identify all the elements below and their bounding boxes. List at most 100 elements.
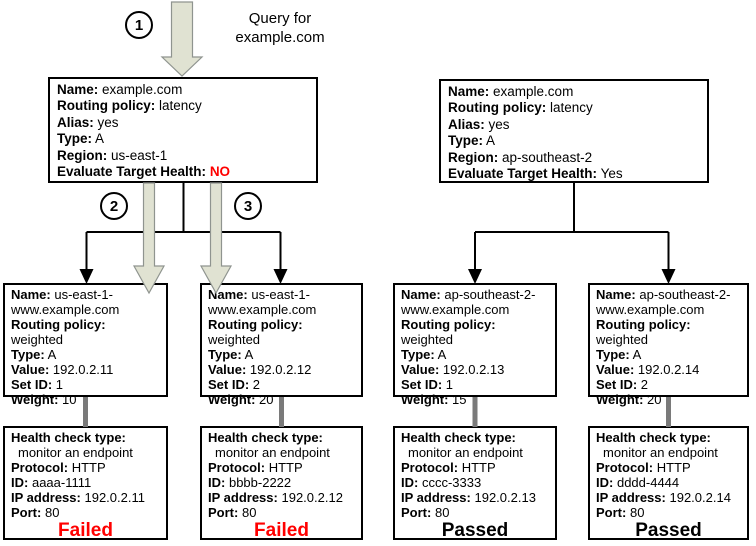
field-value: example.com [102, 82, 183, 97]
record-type: Type: A [57, 131, 309, 147]
latency-record-us-east-1: Name: example.com Routing policy: latenc… [48, 77, 318, 183]
health-check-protocol: Protocol: HTTP [596, 460, 741, 475]
field-label: Value: [208, 362, 247, 377]
field-label: Evaluate Target Health: [448, 166, 598, 182]
field-label: Health check type: [401, 430, 516, 445]
record-evaluate-target-health: Evaluate Target Health: Yes [448, 166, 700, 182]
field-value: bbbb-2222 [228, 475, 292, 490]
field-value: 15 [452, 392, 467, 407]
record-name: Name: us-east-1-www.example.com [11, 287, 160, 317]
field-value: HTTP [656, 460, 691, 475]
record-alias: Alias: yes [448, 117, 700, 133]
field-label: Protocol: [401, 460, 459, 475]
field-label: Set ID: [401, 377, 443, 392]
field-value: yes [488, 116, 510, 132]
health-check-type-label: Health check type: [208, 430, 355, 445]
tree-left-arrowhead-2 [273, 269, 288, 284]
field-label: Type: [448, 133, 484, 149]
field-label: Port: [401, 505, 432, 520]
field-label: ID: [11, 475, 29, 490]
field-value: 10 [62, 392, 77, 407]
tree-right-arrowhead-1 [468, 269, 482, 284]
field-value: yes [97, 114, 119, 130]
health-check-connectors [83, 397, 671, 427]
field-label: Name: [57, 82, 99, 97]
field-label: Value: [596, 362, 635, 377]
field-label: ID: [401, 475, 419, 490]
field-value: HTTP [461, 460, 496, 475]
record-type: Type: A [596, 347, 741, 362]
weighted-record-box-3: Name: ap-southeast-2-www.example.com Rou… [393, 283, 557, 407]
record-set-id: Set ID: 2 [596, 377, 741, 392]
record-evaluate-target-health: Evaluate Target Health: NO [57, 164, 309, 180]
field-label: Health check type: [208, 430, 323, 445]
health-check-id: ID: aaaa-1111 [11, 475, 160, 490]
field-value: ap-southeast-2-www.example.com [401, 287, 536, 317]
field-value: 1 [445, 377, 454, 392]
field-value: 80 [434, 505, 450, 520]
field-label: Type: [401, 347, 435, 362]
health-check-type-value: monitor an endpoint [408, 445, 523, 460]
field-label: Protocol: [11, 460, 69, 475]
status-badge: Passed [441, 520, 509, 541]
field-value: ap-southeast-2-www.example.com [596, 287, 731, 317]
field-value: weighted [401, 332, 454, 347]
field-value: HTTP [71, 460, 106, 475]
field-value: 192.0.2.11 [84, 490, 145, 505]
tree-left-arrowhead-1 [79, 269, 94, 284]
health-check-type-value: monitor an endpoint [215, 445, 330, 460]
record-name: Name: ap-southeast-2-www.example.com [596, 287, 741, 317]
field-value: A [95, 131, 105, 147]
field-label: Region: [448, 149, 499, 165]
health-check-port: Port: 80 [208, 505, 355, 520]
field-value: us-east-1-www.example.com [11, 287, 120, 317]
field-label: Routing policy: [401, 317, 496, 332]
record-value: Value: 192.0.2.14 [596, 362, 741, 377]
field-label: ID: [596, 475, 614, 490]
field-label: Name: [448, 84, 490, 99]
field-value: 80 [629, 505, 645, 520]
field-value: cccc-3333 [421, 475, 482, 490]
field-value: ap-southeast-2 [502, 149, 593, 165]
field-label: Type: [57, 131, 93, 147]
field-value: 80 [241, 505, 257, 520]
record-name: Name: example.com [57, 82, 309, 98]
field-value: NO [209, 164, 231, 180]
record-name: Name: example.com [448, 84, 700, 100]
query-arrow-3-icon [199, 182, 233, 295]
field-label: Routing policy: [11, 317, 106, 332]
health-check-protocol: Protocol: HTTP [401, 460, 549, 475]
field-value: aaaa-1111 [31, 475, 92, 490]
field-label: Name: [596, 287, 636, 302]
field-label: Health check type: [11, 430, 126, 445]
field-label: Weight: [401, 392, 449, 407]
record-region: Region: us-east-1 [57, 148, 309, 164]
health-check-type-value: monitor an endpoint [603, 445, 718, 460]
field-label: Port: [596, 505, 627, 520]
record-routing-policy: Routing policy: weighted [11, 317, 160, 347]
health-check-type-label: Health check type: [401, 430, 549, 445]
field-label: IP address: [11, 490, 81, 505]
field-value: 80 [44, 505, 60, 520]
field-value: weighted [11, 332, 64, 347]
field-value: 192.0.2.13 [442, 362, 505, 377]
record-alias: Alias: yes [57, 115, 309, 131]
field-label: Value: [11, 362, 50, 377]
step-badge-3: 3 [234, 192, 262, 220]
query-label: Query for example.com [210, 9, 350, 47]
record-type: Type: A [208, 347, 355, 362]
field-label: IP address: [208, 490, 278, 505]
field-value: 192.0.2.13 [474, 490, 536, 505]
record-value: Value: 192.0.2.12 [208, 362, 355, 377]
field-label: ID: [208, 475, 226, 490]
record-routing-policy: Routing policy: weighted [208, 317, 355, 347]
health-check-ip: IP address: 192.0.2.13 [401, 490, 549, 505]
field-label: Port: [11, 505, 42, 520]
tree-right-arrowhead-2 [661, 269, 676, 284]
status-badge: Failed [254, 520, 309, 541]
field-label: Alias: [57, 114, 94, 130]
query-arrow-2-icon [132, 182, 166, 295]
field-label: Region: [57, 147, 108, 163]
tree-right [474, 183, 670, 271]
field-label: Routing policy: [448, 100, 547, 116]
